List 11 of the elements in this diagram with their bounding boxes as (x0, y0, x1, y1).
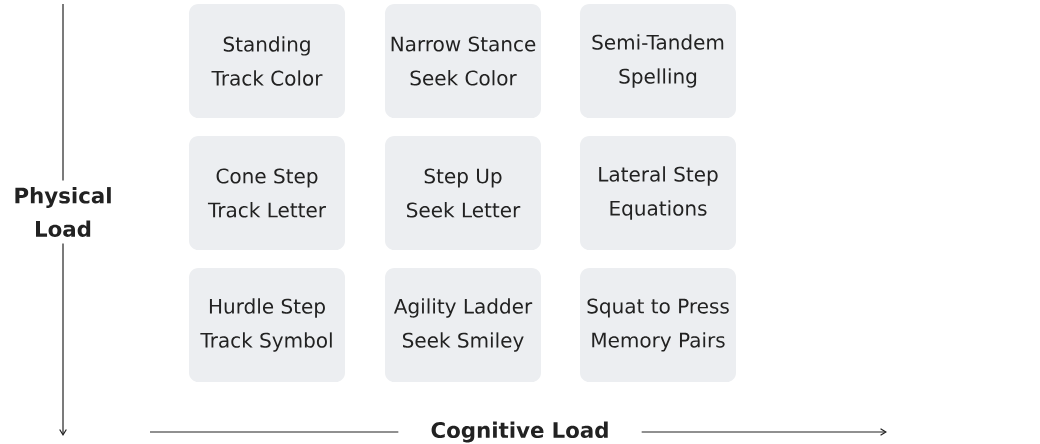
exercise-box: Squat to Press Memory Pairs (580, 268, 736, 382)
exercise-box: Step Up Seek Letter (385, 136, 541, 250)
exercise-box: Narrow Stance Seek Color (385, 4, 541, 118)
exercise-box: Standing Track Color (189, 4, 345, 118)
exercise-box: Agility Ladder Seek Smiley (385, 268, 541, 382)
axis-label: Cognitive Load (398, 414, 642, 444)
exercise-box: Hurdle Step Track Symbol (189, 268, 345, 382)
axis-label: Physical Load (6, 180, 120, 244)
exercise-box: Cone Step Track Letter (189, 136, 345, 250)
exercise-box: Semi-Tandem Spelling (580, 4, 736, 118)
exercise-box: Lateral Step Equations (580, 136, 736, 250)
